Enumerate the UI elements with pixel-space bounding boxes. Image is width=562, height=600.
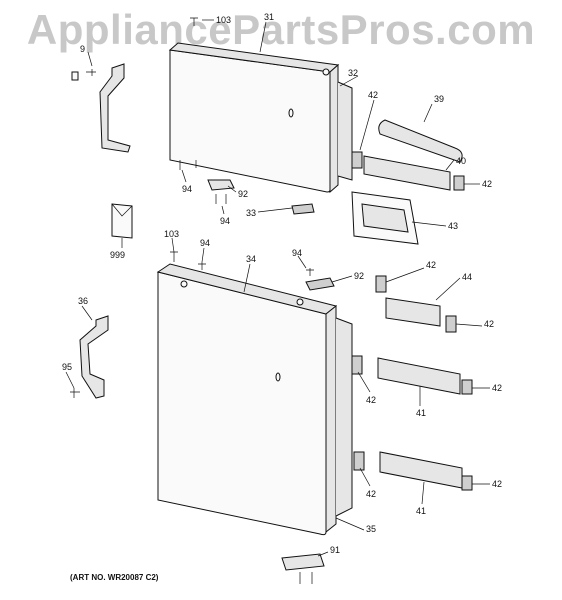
callout-32: 32 — [348, 68, 358, 78]
dispenser-cover-43[interactable] — [351, 191, 419, 245]
callout-42-low-left: 42 — [366, 489, 376, 499]
hinge-92-lower[interactable] — [305, 277, 335, 291]
callout-40: 40 — [456, 156, 466, 166]
callout-94-d: 94 — [292, 248, 302, 258]
literature-999[interactable] — [111, 203, 133, 239]
handle-9[interactable] — [99, 63, 131, 153]
callout-42-bin-right: 42 — [484, 319, 494, 329]
callout-33: 33 — [246, 208, 256, 218]
bracket-42-bin-left[interactable] — [375, 275, 387, 293]
watermark: AppliancePartsPros.com — [26, 6, 536, 53]
bin-44[interactable] — [385, 297, 441, 327]
hinge-33[interactable] — [291, 203, 315, 215]
callout-39: 39 — [434, 94, 444, 104]
screws-94-lower[interactable] — [198, 262, 314, 276]
screws-94-upper[interactable] — [179, 160, 227, 204]
callout-35: 35 — [366, 524, 376, 534]
bracket-42-mid-right[interactable] — [461, 379, 473, 395]
callout-9: 9 — [80, 44, 85, 54]
door-liner-35[interactable] — [335, 317, 353, 517]
callout-94-a: 94 — [182, 184, 192, 194]
art-number: (ART NO. WR20087 C2) — [70, 573, 159, 582]
callout-36: 36 — [78, 296, 88, 306]
fresh-food-door-34[interactable] — [156, 263, 338, 536]
door-handle-hole-lower — [275, 372, 281, 382]
callout-103-top: 103 — [216, 15, 231, 25]
shelf-41-lower[interactable] — [379, 451, 463, 489]
screw-103-top[interactable] — [190, 17, 198, 26]
callout-44: 44 — [462, 272, 472, 282]
callout-103-lower: 103 — [164, 229, 179, 239]
bracket-42-low-left[interactable] — [353, 451, 365, 471]
callout-42-mid-left: 42 — [366, 395, 376, 405]
bracket-42-low-right[interactable] — [461, 475, 473, 491]
bracket-42-upper-right[interactable] — [453, 175, 465, 191]
callout-999: 999 — [110, 250, 125, 260]
callout-42-bin-left: 42 — [426, 260, 436, 270]
callout-92-lower: 92 — [354, 271, 364, 281]
leader-lines — [65, 19, 490, 557]
freezer-door-liner-32[interactable] — [337, 81, 353, 181]
freezer-door-31[interactable] — [168, 42, 340, 194]
bracket-42-upper-left[interactable] — [351, 151, 363, 169]
screw-103-lower[interactable] — [170, 251, 178, 262]
shelf-40[interactable] — [363, 155, 451, 191]
callout-94-c: 94 — [200, 238, 210, 248]
bracket-42-mid-left[interactable] — [351, 355, 363, 375]
hinge-91[interactable] — [281, 553, 325, 584]
handle-36[interactable] — [79, 315, 109, 399]
callout-42-upper-left: 42 — [368, 90, 378, 100]
screw-9[interactable] — [71, 69, 96, 81]
callout-43: 43 — [448, 221, 458, 231]
callout-31: 31 — [264, 12, 274, 22]
door-handle-hole — [288, 108, 294, 118]
callout-34: 34 — [246, 254, 256, 264]
hinge-92-upper[interactable] — [207, 179, 235, 191]
callout-94-b: 94 — [220, 216, 230, 226]
callout-42-upper-right: 42 — [482, 179, 492, 189]
callout-42-mid-right: 42 — [492, 383, 502, 393]
callout-95: 95 — [62, 362, 72, 372]
callout-91: 91 — [330, 545, 340, 555]
callout-41-lower: 41 — [416, 506, 426, 516]
shelf-41-middle[interactable] — [377, 357, 461, 395]
callout-92-upper: 92 — [238, 189, 248, 199]
screw-95[interactable] — [70, 388, 80, 398]
callout-41-middle: 41 — [416, 408, 426, 418]
bracket-42-bin-right[interactable] — [445, 315, 457, 333]
callout-42-low-right: 42 — [492, 479, 502, 489]
gasket-39[interactable] — [378, 119, 463, 163]
